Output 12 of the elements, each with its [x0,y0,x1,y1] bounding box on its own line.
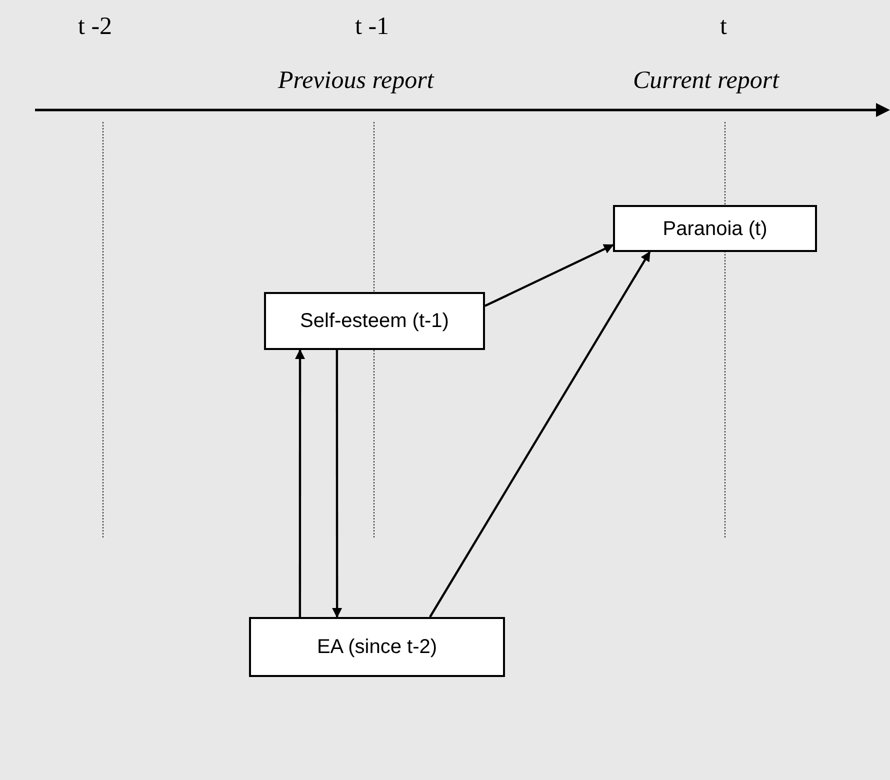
timeline-caption: Current report [633,68,780,93]
arrow [332,350,342,618]
variable-box: EA (since t-2) [249,617,505,677]
arrow [295,349,306,617]
time-point-label: t [720,14,727,39]
arrow [484,244,614,307]
timeline-caption: Previous report [278,68,434,93]
time-point-label: t -1 [355,14,390,39]
variable-box: Self-esteem (t-1) [264,292,485,350]
time-point-label: t -2 [78,14,112,39]
variable-box: Paranoia (t) [613,205,817,252]
arrow [429,251,651,618]
